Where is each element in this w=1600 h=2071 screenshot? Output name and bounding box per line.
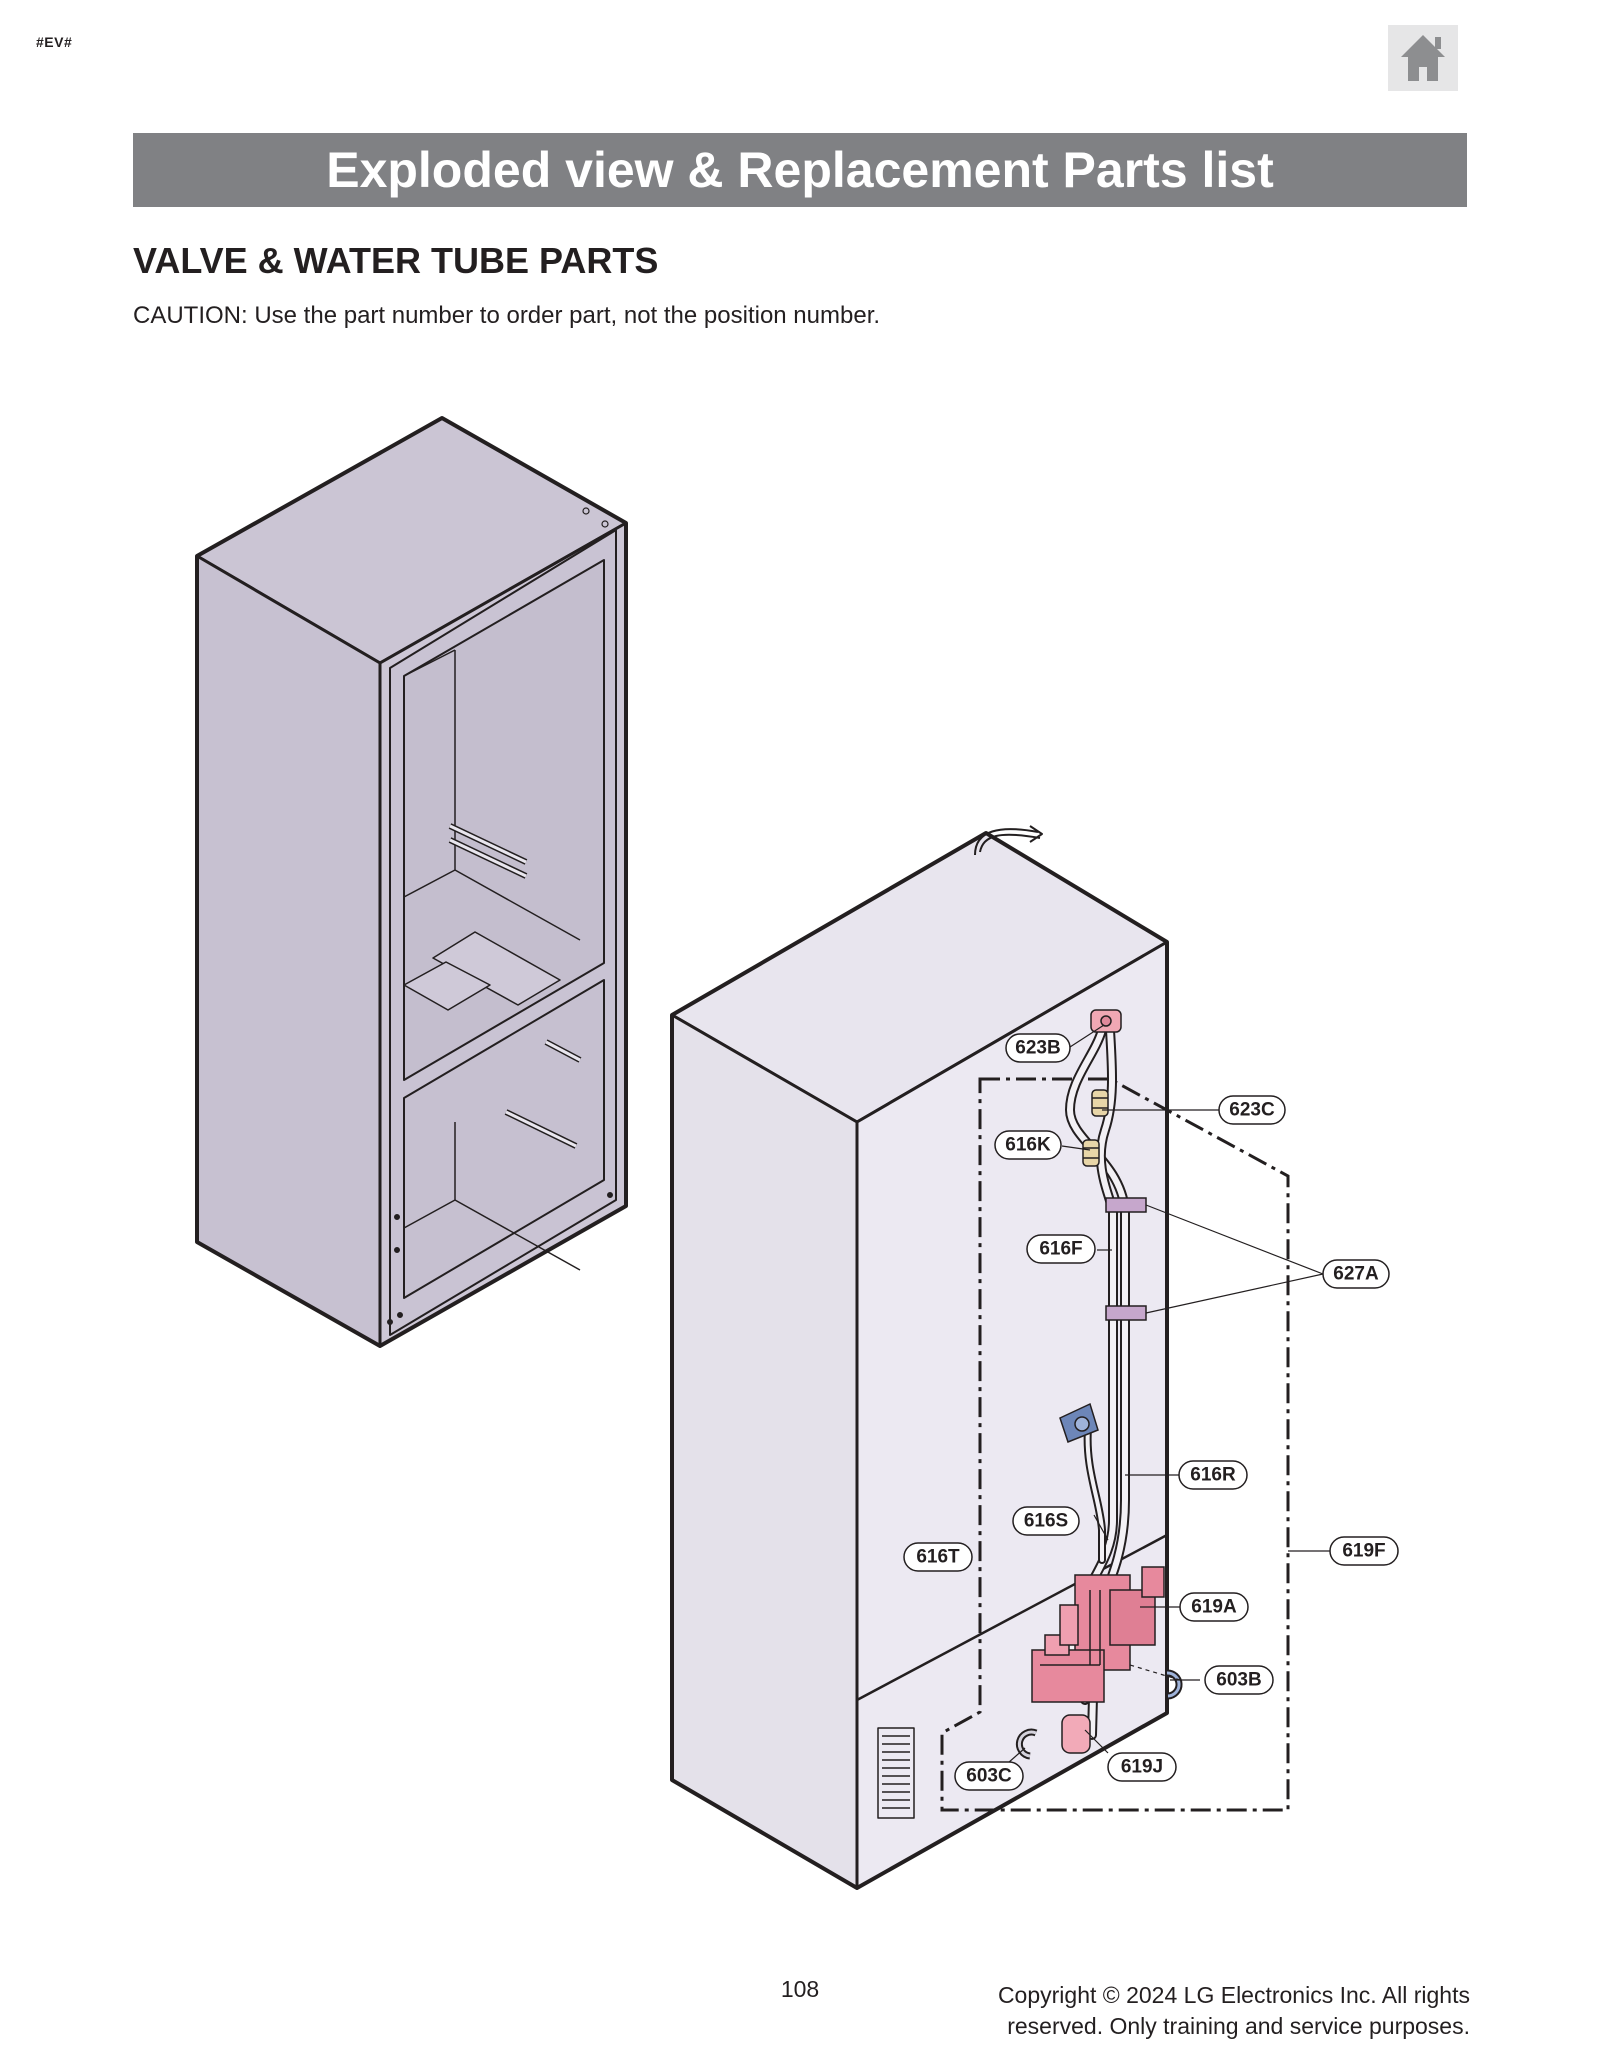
svg-text:616F: 616F: [1039, 1239, 1082, 1260]
svg-text:603C: 603C: [966, 1766, 1012, 1787]
callout-623c: 623C: [1218, 1095, 1286, 1125]
callout-616t: 616T: [903, 1542, 973, 1572]
svg-text:616K: 616K: [1005, 1135, 1051, 1156]
svg-text:603B: 603B: [1216, 1670, 1261, 1691]
part-603c-clip: [1015, 1728, 1038, 1760]
part-623b-connector: [1090, 1009, 1122, 1033]
copyright-line-1: Copyright © 2024 LG Electronics Inc. All…: [997, 1982, 1470, 2008]
callout-616k: 616K: [994, 1130, 1062, 1160]
caution-note: CAUTION: Use the part number to order pa…: [133, 302, 881, 329]
callout-619f: 619F: [1329, 1536, 1399, 1566]
svg-text:616R: 616R: [1190, 1465, 1236, 1486]
svg-text:616T: 616T: [916, 1547, 960, 1568]
vent-grille: [877, 1727, 915, 1819]
callout-603b: 603B: [1204, 1665, 1274, 1695]
callout-623b: 623B: [1005, 1033, 1071, 1063]
home-icon: [1401, 35, 1445, 81]
part-627a-clips: [1105, 1197, 1147, 1321]
copyright-notice: Copyright © 2024 LG Electronics Inc. All…: [910, 1980, 1470, 2042]
svg-text:627A: 627A: [1333, 1264, 1379, 1285]
callout-616f: 616F: [1026, 1234, 1096, 1264]
svg-text:623B: 623B: [1015, 1038, 1060, 1059]
svg-text:616S: 616S: [1024, 1511, 1068, 1532]
callout-627a: 627A: [1322, 1259, 1390, 1289]
copyright-line-2: reserved. Only training and service purp…: [1007, 2013, 1470, 2039]
part-619a-water-valve: [1031, 1566, 1165, 1754]
home-button[interactable]: [1388, 25, 1458, 91]
callout-619j: 619J: [1107, 1752, 1177, 1782]
part-603b-clip: [1166, 1669, 1183, 1700]
callout-616s: 616S: [1012, 1506, 1080, 1536]
part-616k-fitting: [1082, 1139, 1100, 1167]
callout-619a: 619A: [1179, 1592, 1249, 1622]
callout-603c: 603C: [954, 1761, 1024, 1791]
front-cabinet: [195, 416, 628, 1348]
page-number: 108: [780, 1976, 820, 2002]
svg-text:623C: 623C: [1229, 1100, 1275, 1121]
page-title: Exploded view & Replacement Parts list: [133, 133, 1467, 207]
part-616s-inlet-fitting: [1059, 1402, 1099, 1443]
section-title: VALVE & WATER TUBE PARTS: [133, 240, 659, 281]
page-marker: #EV#: [36, 34, 73, 50]
svg-text:619A: 619A: [1191, 1597, 1237, 1618]
part-623c-fitting: [1091, 1089, 1109, 1117]
leader-lines: [999, 1024, 1330, 1771]
water-tube-assembly-boundary: [940, 1077, 1290, 1812]
callout-616r: 616R: [1178, 1460, 1248, 1490]
svg-text:619J: 619J: [1121, 1757, 1163, 1778]
svg-text:619F: 619F: [1342, 1541, 1385, 1562]
